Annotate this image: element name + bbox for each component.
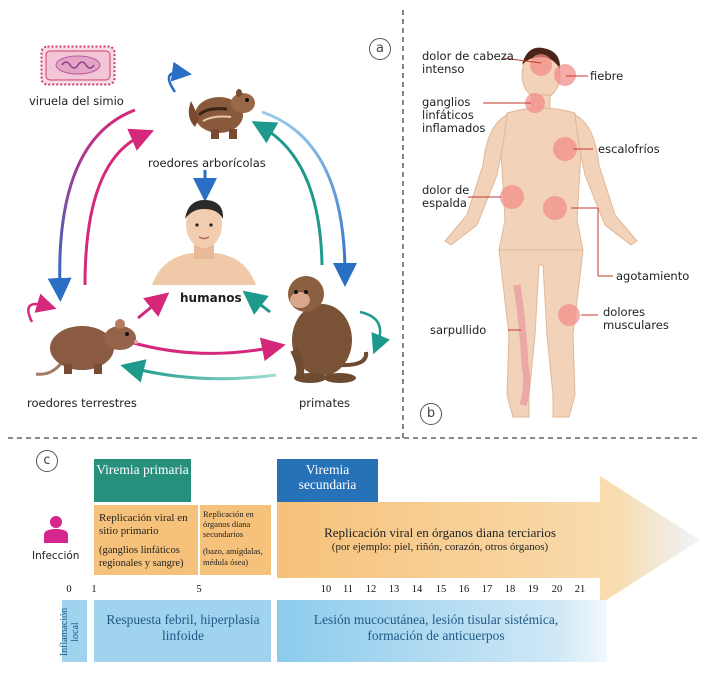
day-tick: 19	[527, 584, 539, 595]
node-terrestrial-rodents: roedores terrestres	[27, 396, 137, 410]
day-tick: 21	[574, 584, 586, 595]
day-tick: 20	[551, 584, 563, 595]
primary-site-detail: (ganglios linfáticos regionales y sangre…	[99, 545, 184, 569]
panel-c-label: c	[36, 450, 58, 472]
node-primates: primates	[299, 396, 351, 410]
day-tick: 17	[481, 584, 493, 595]
tertiary-organ-replication: Replicación viral en órganos diana terci…	[324, 525, 556, 540]
day-tick: 1	[91, 584, 97, 595]
human-illustration	[152, 199, 256, 285]
terrestrial-rodent-illustration	[35, 319, 138, 376]
day-tick: 16	[458, 584, 470, 595]
day-tick: 5	[196, 584, 202, 595]
symptom-rash: sarpullido	[430, 323, 487, 337]
secondary-organ-detail: (bazo, amígdalas, médula ósea)	[203, 546, 263, 567]
human-body-illustration	[444, 47, 638, 418]
local-inflammation-label: Inflamación local	[59, 607, 81, 657]
timeline-arrows	[62, 476, 700, 662]
transmission-cycle-arrows	[27, 61, 391, 383]
symptom-headache: dolor de cabeza intenso	[422, 49, 514, 76]
symptom-muscle-aches: dolores musculares	[603, 305, 669, 332]
virus-icon	[40, 45, 116, 86]
day-tick: 18	[504, 584, 516, 595]
node-arboreal-rodents: roedores arborícolas	[148, 156, 266, 170]
mucocutaneous-lesion-response: Lesión mucocutánea, lesión tisular sisté…	[313, 612, 559, 643]
symptom-swollen-lymph-nodes: ganglios linfáticos inflamados	[422, 95, 486, 135]
symptom-chills: escalofríos	[598, 142, 660, 156]
symptom-back-pain: dolor de espalda	[422, 183, 470, 210]
infection-label: Infección	[32, 550, 80, 562]
viremia-primaria-header: Viremia primaria	[94, 459, 191, 502]
panel-b-label: b	[420, 403, 442, 425]
symptom-fever: fiebre	[590, 69, 624, 83]
febrile-response: Respuesta febril, hiperplasia linfoide	[106, 612, 260, 643]
arboreal-rodent-illustration	[188, 89, 255, 139]
day-tick: 15	[435, 584, 447, 595]
secondary-organ-replication: Replicación en órganos diana secundarios	[203, 509, 254, 539]
symptom-exhaustion: agotamiento	[616, 269, 690, 283]
virus-label: viruela del simio	[29, 94, 124, 108]
primate-illustration	[288, 276, 369, 383]
day-tick: 14	[411, 584, 423, 595]
primary-site-replication: Replicación viral en sitio primario	[99, 512, 188, 537]
day-tick: 0	[66, 584, 72, 595]
symptom-leader-lines	[468, 57, 613, 331]
day-tick: 13	[388, 584, 400, 595]
viremia-secundaria-header: Viremia secundaria	[277, 459, 378, 502]
day-tick: 10	[320, 584, 332, 595]
day-tick: 12	[365, 584, 377, 595]
node-humans: humanos	[180, 291, 242, 305]
person-icon	[44, 516, 68, 543]
tertiary-organ-detail: (por ejemplo: piel, riñón, corazón, otro…	[331, 541, 549, 553]
panel-a-label: a	[369, 38, 391, 60]
day-tick: 11	[342, 584, 354, 595]
